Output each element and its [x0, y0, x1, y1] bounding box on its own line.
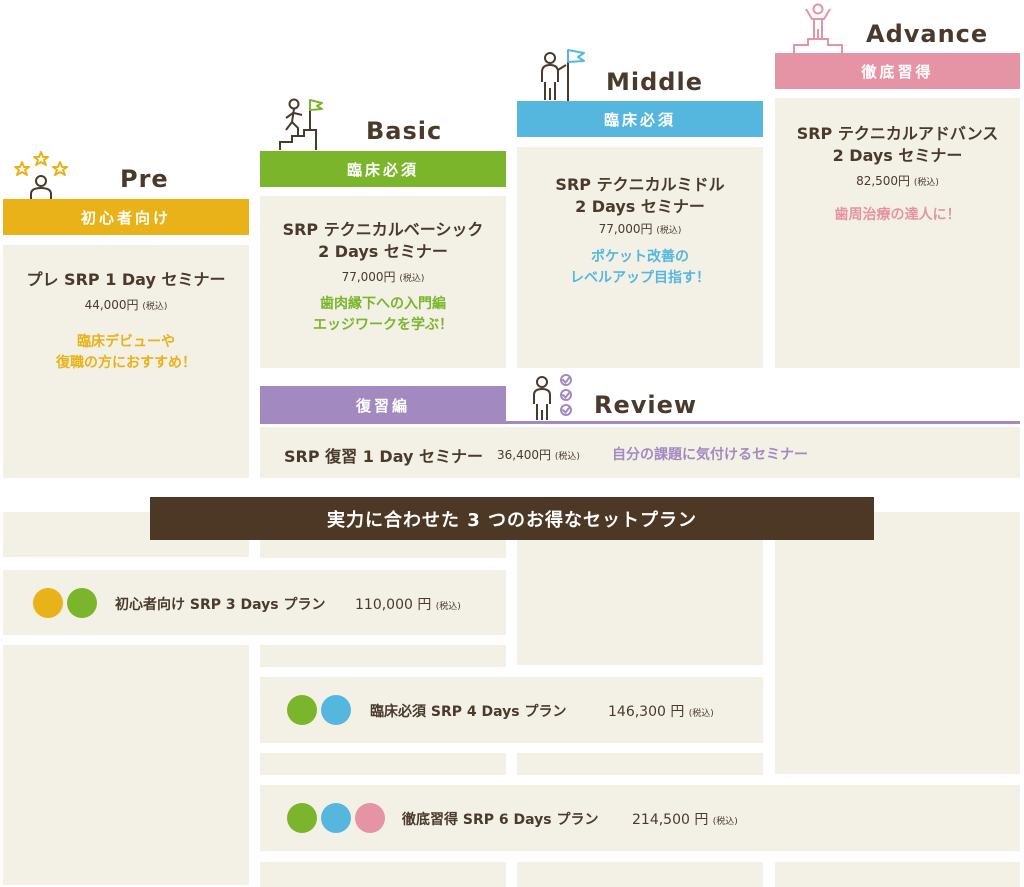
- bg-block: [260, 753, 506, 775]
- card-middle: [517, 147, 763, 368]
- bg-block: [260, 862, 506, 887]
- dot-basic: [287, 803, 317, 833]
- band-basic: 臨床必須: [260, 151, 506, 187]
- stars-person-icon: [14, 151, 68, 200]
- level-name-basic: Basic: [366, 117, 443, 145]
- bg-block: [517, 540, 763, 665]
- podium-person-icon: [793, 3, 843, 53]
- dot-basic: [67, 588, 97, 618]
- card-pre: [3, 245, 249, 478]
- card-review-highlight: 自分の課題に気付けるセミナー: [612, 447, 808, 463]
- card-advance: [775, 98, 1020, 368]
- card-basic-price: 77,000円 (税込): [341, 270, 425, 284]
- card-basic-highlight: 歯肉縁下への入門編エッジワークを学ぶ！: [313, 296, 453, 333]
- card-basic: [260, 196, 506, 368]
- level-name-advance: Advance: [866, 20, 989, 48]
- level-name-middle: Middle: [606, 68, 703, 96]
- card-middle-price: 77,000円 (税込): [598, 222, 682, 236]
- plan-label: 初心者向け SRP 3 Days プラン: [115, 597, 326, 613]
- plan-label: 臨床必須 SRP 4 Days プラン: [370, 704, 567, 720]
- card-pre-title: プレ SRP 1 Day セミナー: [26, 270, 226, 289]
- bg-block: [517, 862, 763, 887]
- dot-pre: [33, 588, 63, 618]
- card-pre-highlight: 臨床デビューや復職の方におすすめ！: [56, 334, 196, 371]
- band-pre: 初心者向け: [3, 199, 249, 235]
- plan-price: 214,500 円 (税込): [632, 812, 738, 828]
- bg-block: [260, 645, 506, 667]
- bg-block: [775, 862, 1020, 887]
- plan-row: 臨床必須 SRP 4 Days プラン 146,300 円 (税込): [260, 677, 763, 743]
- bg-block: [775, 512, 1020, 774]
- plan-price: 110,000 円 (税込): [355, 597, 461, 613]
- dot-basic: [287, 695, 317, 725]
- card-advance-price: 82,500円 (税込): [856, 174, 939, 188]
- plans-header: 実力に合わせた 3 つのお得なセットプラン: [150, 497, 874, 540]
- level-name-review: Review: [594, 391, 698, 419]
- stairs-flag-icon: [279, 98, 323, 150]
- card-advance-highlight: 歯周治療の達人に！: [834, 207, 961, 223]
- band-middle: 臨床必須: [517, 101, 763, 137]
- bg-block: [3, 645, 249, 885]
- card-review-title: SRP 復習 1 Day セミナー: [284, 447, 484, 466]
- card-review: [260, 427, 1020, 478]
- plan-price: 146,300 円 (税込): [608, 704, 714, 720]
- checklist-person-icon: [533, 374, 572, 420]
- plan-label: 徹底習得 SRP 6 Days プラン: [402, 812, 599, 828]
- bg-block: [260, 540, 506, 558]
- dot-middle: [321, 803, 351, 833]
- dot-advance: [355, 803, 385, 833]
- card-middle-highlight: ポケット改善のレベルアップ目指す！: [570, 249, 710, 286]
- flag-person-icon: [541, 49, 585, 102]
- plan-row: 徹底習得 SRP 6 Days プラン 214,500 円 (税込): [260, 785, 1020, 851]
- review-underline: [506, 421, 1020, 424]
- band-review: 復習編: [260, 386, 506, 424]
- dot-middle: [321, 695, 351, 725]
- level-name-pre: Pre: [120, 165, 169, 193]
- card-pre-price: 44,000円 (税込): [84, 298, 168, 312]
- card-review-price: 36,400円 (税込): [497, 448, 580, 462]
- band-advance: 徹底習得: [775, 53, 1020, 89]
- plan-row: 初心者向け SRP 3 Days プラン 110,000 円 (税込): [3, 570, 506, 635]
- bg-block: [517, 753, 763, 775]
